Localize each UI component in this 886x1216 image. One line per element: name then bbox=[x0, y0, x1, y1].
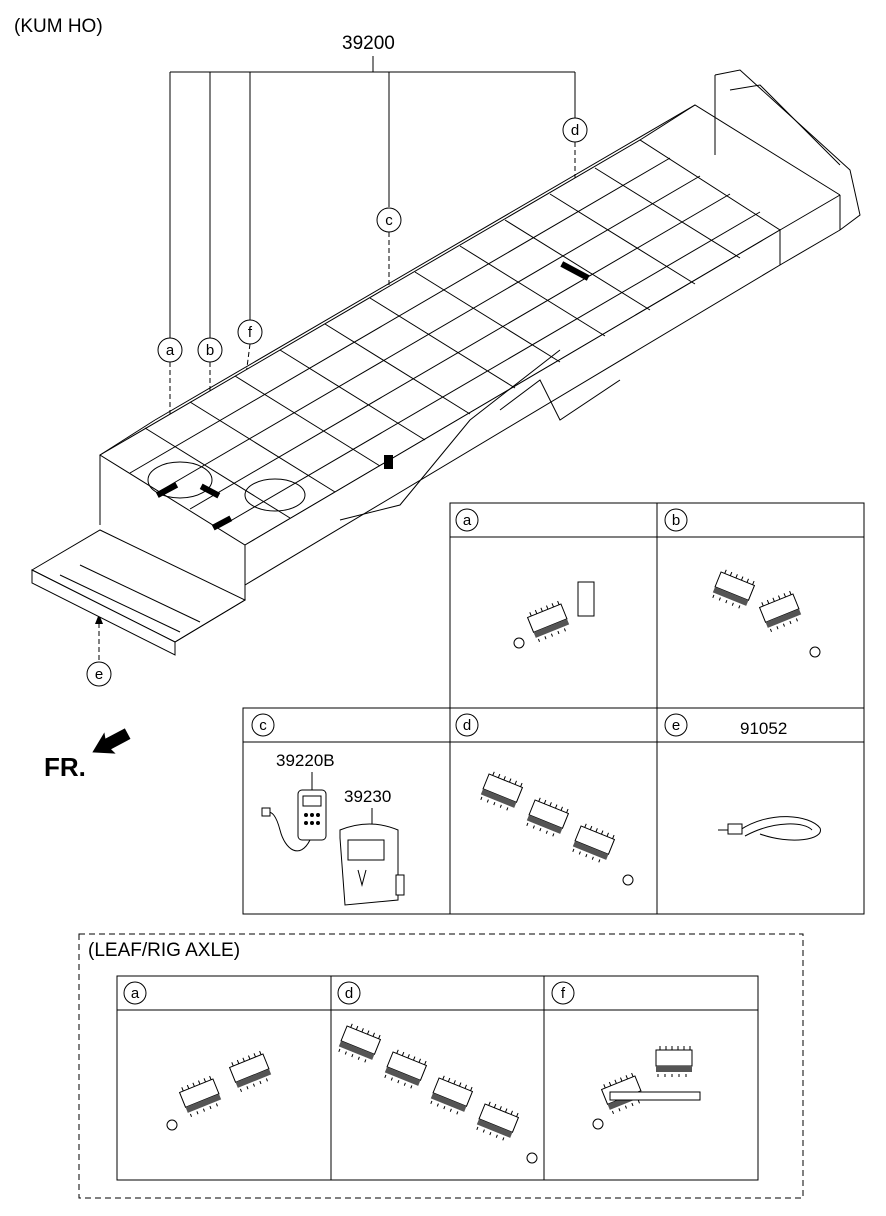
chassis-frame bbox=[30, 69, 861, 656]
svg-text:c: c bbox=[259, 717, 267, 734]
part-number-39230: 39230 bbox=[344, 787, 391, 806]
svg-text:f: f bbox=[248, 324, 253, 341]
svg-text:f: f bbox=[561, 985, 566, 1002]
callout-e[interactable]: e bbox=[86, 661, 112, 687]
svg-text:e: e bbox=[672, 717, 680, 734]
svg-text:a: a bbox=[131, 985, 140, 1002]
svg-text:d: d bbox=[463, 717, 471, 734]
leaf-section-title: (LEAF/RIG AXLE) bbox=[88, 940, 240, 961]
leaf-section-frame bbox=[78, 933, 804, 1199]
cable-tie bbox=[718, 816, 821, 841]
svg-text:b: b bbox=[206, 342, 214, 359]
parts-grid bbox=[242, 502, 865, 915]
svg-text:a: a bbox=[463, 512, 472, 529]
svg-text:a: a bbox=[166, 342, 175, 359]
svg-text:d: d bbox=[571, 122, 579, 139]
connector-markers bbox=[155, 261, 590, 531]
svg-text:e: e bbox=[95, 666, 103, 683]
callout-b[interactable]: b bbox=[197, 337, 223, 363]
main-part-number: 39200 bbox=[342, 33, 395, 54]
part-number-91052: 91052 bbox=[740, 719, 787, 738]
callout-d[interactable]: d bbox=[562, 117, 588, 143]
leaf-panel-a[interactable]: a bbox=[123, 981, 274, 1131]
part-number-39220b: 39220B bbox=[276, 751, 335, 770]
panel-c[interactable]: c 39220B 39230 bbox=[251, 713, 405, 906]
front-label: FR. bbox=[44, 752, 86, 782]
panel-b[interactable]: b bbox=[664, 508, 821, 658]
leaf-panel-f[interactable]: f bbox=[551, 981, 701, 1130]
callout-f[interactable]: f bbox=[237, 319, 263, 345]
model-label: (KUM HO) bbox=[14, 16, 103, 37]
panel-a[interactable]: a bbox=[455, 508, 595, 649]
remote-controller bbox=[261, 789, 327, 852]
callout-c[interactable]: c bbox=[376, 207, 402, 233]
svg-text:d: d bbox=[345, 985, 353, 1002]
leaf-panel-d[interactable]: d bbox=[336, 981, 538, 1164]
callout-a[interactable]: a bbox=[157, 337, 183, 363]
panel-e[interactable]: e 91052 bbox=[664, 713, 821, 841]
svg-text:c: c bbox=[385, 212, 393, 229]
control-box bbox=[339, 823, 405, 906]
leaf-parts-grid bbox=[116, 975, 759, 1181]
svg-text:b: b bbox=[672, 512, 680, 529]
front-indicator: FR. bbox=[44, 728, 131, 782]
panel-d[interactable]: d bbox=[455, 713, 634, 886]
